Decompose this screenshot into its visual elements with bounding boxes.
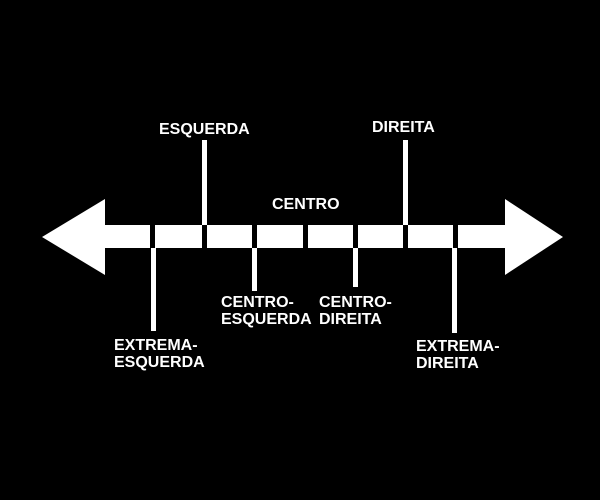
label-centro-direita: CENTRO- DIREITA [319,294,392,328]
axis-segment-divider [303,225,308,248]
arrow-right-icon [505,199,563,275]
label-extrema-direita: EXTREMA- DIREITA [416,338,500,372]
label-extrema-esquerda: EXTREMA- ESQUERDA [114,337,205,371]
tick-line-centro-direita [353,248,358,287]
label-direita: DIREITA [372,119,435,136]
tick-line-direita [403,140,408,225]
axis-segment-divider [453,225,458,248]
axis-segment-divider [252,225,257,248]
tick-line-esquerda [202,140,207,225]
tick-line-extrema-direita [452,248,457,333]
label-centro-esquerda: CENTRO- ESQUERDA [221,294,312,328]
axis-segment-divider [403,225,408,248]
label-esquerda: ESQUERDA [159,121,250,138]
axis-segment-divider [202,225,207,248]
axis-segment-divider [353,225,358,248]
label-centro: CENTRO [272,196,340,213]
tick-line-centro-esquerda [252,248,257,291]
arrow-left-icon [42,199,105,275]
tick-line-extrema-esquerda [151,248,156,331]
axis-segment-divider [150,225,155,248]
